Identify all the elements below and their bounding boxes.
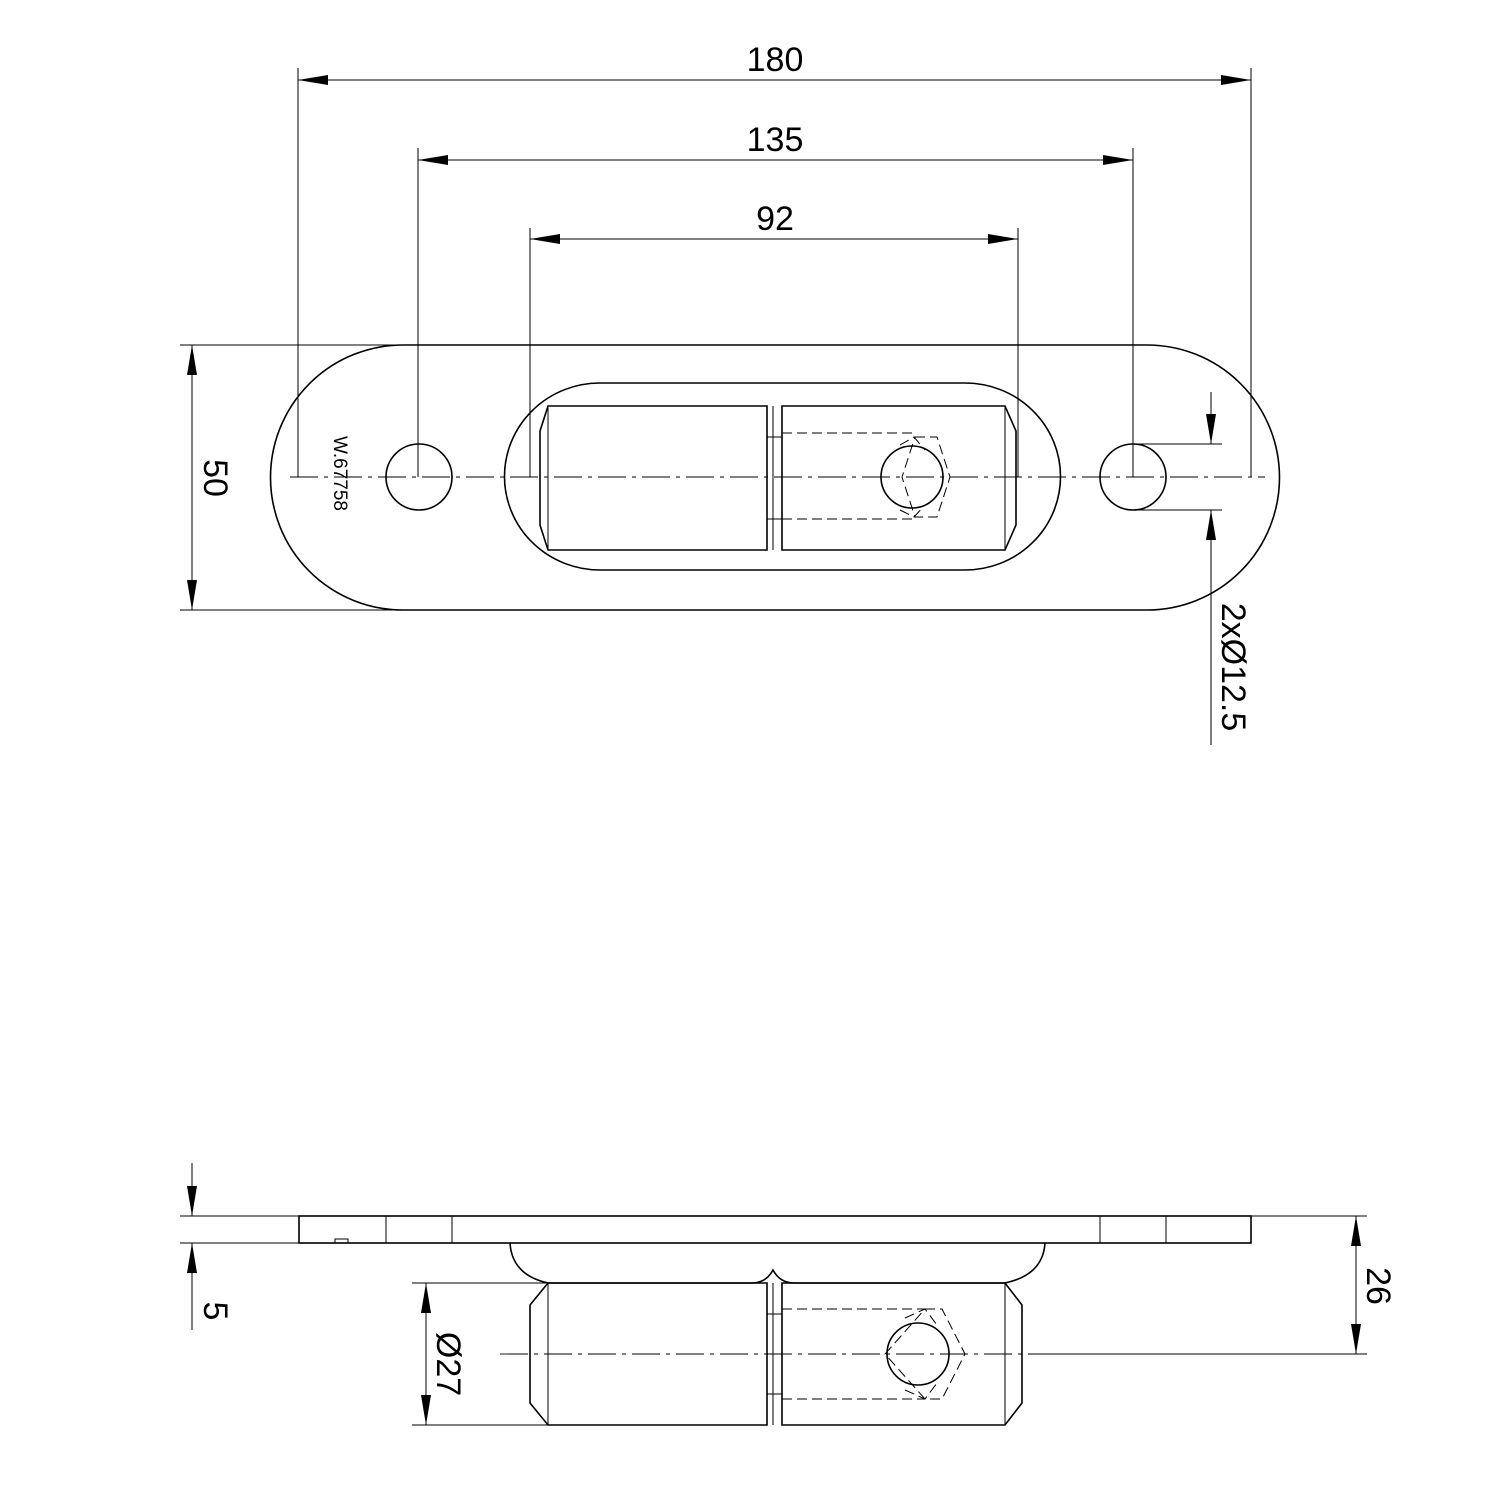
- dimension-180: 180: [297, 41, 1252, 477]
- plate-side: [298, 1215, 1252, 1244]
- right-cylinder: [781, 405, 1017, 551]
- dimension-5: 5: [180, 1163, 299, 1330]
- raised-body-side: [509, 1242, 1046, 1284]
- top-view: W.67758: [269, 344, 1281, 611]
- dimension-50: 50: [180, 344, 403, 611]
- dimension-92: 92: [529, 200, 1019, 477]
- dimension-text: 135: [747, 121, 804, 159]
- dimension-hole-diameter: 2xØ12.5: [1133, 392, 1252, 745]
- dimension-135: 135: [417, 121, 1134, 477]
- dimension-26: 26: [1040, 1215, 1397, 1355]
- left-cylinder: [539, 405, 768, 551]
- hidden-bore-and-nut: [782, 432, 951, 520]
- marking-notch: [334, 1238, 349, 1244]
- plate-outline: [269, 344, 1281, 611]
- hole-hidden-lines: [385, 1216, 1167, 1243]
- dimension-text: 50: [196, 459, 234, 497]
- dimension-text: 5: [196, 1302, 234, 1321]
- dimension-text: 92: [756, 200, 794, 238]
- dimension-text: 26: [1359, 1267, 1397, 1305]
- dimension-cylinder-diameter: Ø27: [412, 1282, 548, 1426]
- dimension-text: Ø27: [429, 1332, 467, 1396]
- dimension-text: 180: [747, 41, 804, 79]
- raised-body-outline: [503, 382, 1062, 571]
- dimension-text: 2xØ12.5: [1214, 603, 1252, 732]
- part-marking: W.67758: [329, 436, 350, 511]
